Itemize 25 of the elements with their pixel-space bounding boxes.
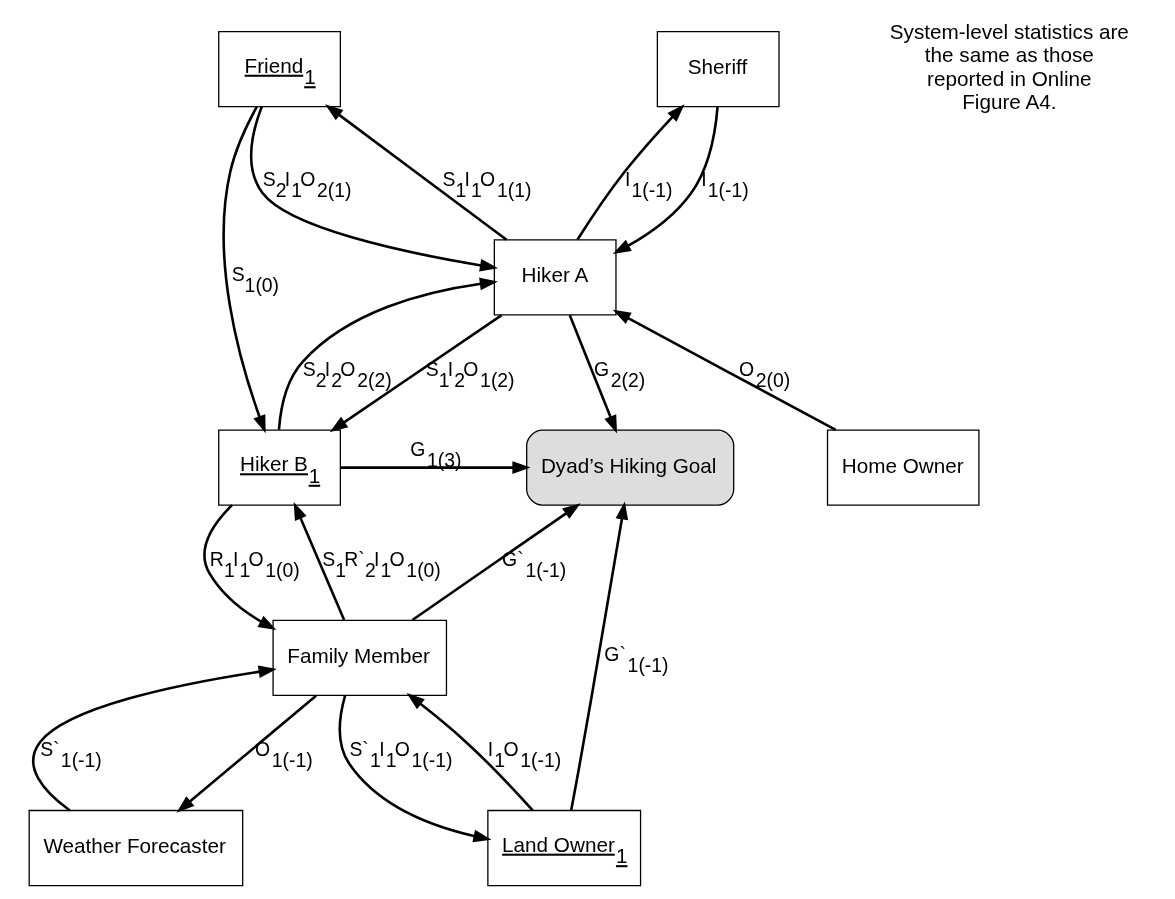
- node-box: Sheriff: [656, 30, 780, 108]
- arrow: [338, 695, 492, 843]
- arrow: [612, 309, 837, 432]
- arrow: [569, 501, 629, 811]
- arrow: [32, 665, 277, 812]
- node-box: Weather Forecaster: [28, 809, 244, 887]
- arrow: [576, 104, 685, 241]
- arrow: [203, 504, 277, 631]
- arrow: [176, 694, 317, 813]
- arrow: [325, 104, 508, 241]
- arrow: [277, 277, 498, 430]
- node-box: Home Owner: [826, 429, 980, 506]
- arrow: [293, 501, 346, 621]
- node-box: Dyad’s Hiking Goal: [526, 429, 735, 506]
- arrow: [222, 106, 266, 434]
- node-box: Hiker A: [493, 239, 617, 316]
- arrow: [612, 106, 719, 254]
- arrow: [329, 314, 503, 433]
- arrow: [568, 314, 618, 434]
- arrow: [250, 106, 499, 272]
- arrow: [340, 461, 531, 474]
- arrow: [406, 693, 534, 812]
- label: System-level statistics are the same as those reported in Online Figure A4.: [889, 20, 1129, 113]
- arrow: [411, 503, 581, 622]
- node-box: Family Member: [272, 619, 448, 696]
